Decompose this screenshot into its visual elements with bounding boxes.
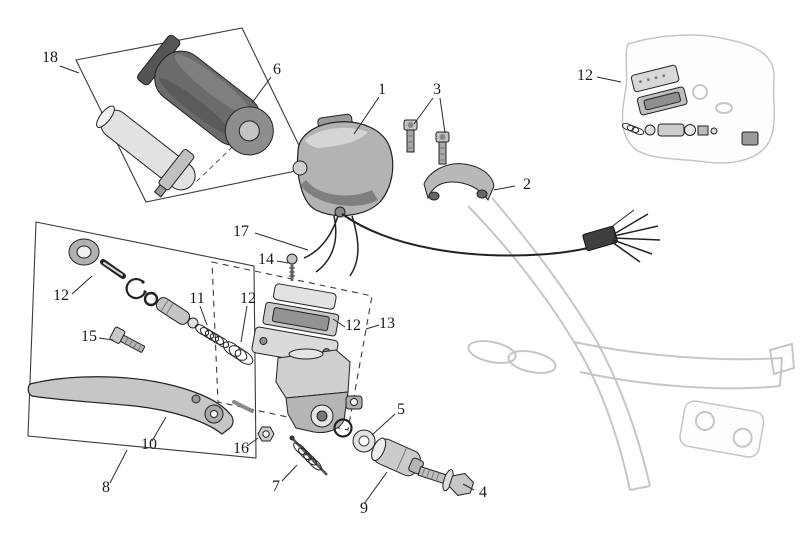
callout-1: 1 [378,81,386,98]
cable-connector [582,209,661,263]
callout-12-plates: 12 [345,317,361,334]
exploded-group-outline [27,221,257,459]
frame-ghost [467,197,796,491]
hose-fitting [371,437,424,477]
lever-bolt [109,326,146,353]
circlip [125,277,147,300]
throttle-tube [96,105,196,198]
seal-spring [222,341,254,365]
callout-16: 16 [233,440,249,457]
push-rod [100,259,126,279]
kit-piston-set [621,123,759,146]
callout-2: 2 [523,176,531,193]
master-cylinder-housing [292,113,394,218]
callout-5: 5 [397,401,405,418]
seal-kit-dashed-outline [211,261,373,431]
handlebar-grip [137,34,274,156]
callout-15: 15 [81,328,97,345]
piston-washer [187,317,199,329]
callout-10: 10 [141,436,157,453]
banjo-bolt [417,465,475,496]
brake-lever [27,376,254,435]
callout-4: 4 [479,484,487,501]
callout-6: 6 [273,61,281,78]
callout-leader-lines [59,65,622,505]
callout-12-boot: 12 [53,287,69,304]
lever-nut [257,426,275,442]
kit-brake-pads [630,64,688,116]
diaphragm-screw [286,253,298,281]
callout-17: 17 [233,223,249,240]
control-cables [303,213,611,277]
handlebar-clamp [423,163,495,202]
callout-12-kit: 12 [577,67,593,84]
washers [333,418,376,453]
dust-boot [68,238,100,266]
callout-8: 8 [102,479,110,496]
o-ring [143,291,159,307]
callout-3: 3 [433,81,441,98]
callout-13: 13 [379,315,395,332]
piston [155,297,191,325]
spring-pin [289,435,328,476]
callout-7: 7 [272,478,280,495]
callout-18: 18 [42,49,58,66]
callout-12-seals: 12 [240,290,256,307]
callout-14: 14 [258,251,274,268]
clamp-screws [403,119,450,165]
reservoir-body [275,348,363,433]
callout-9: 9 [360,500,368,517]
return-spring [194,324,230,348]
callout-11: 11 [189,290,204,307]
